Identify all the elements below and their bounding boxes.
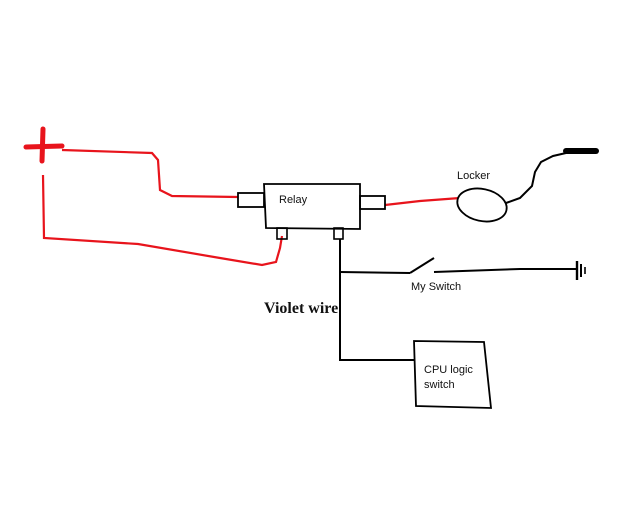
- relay-output-pin: [359, 195, 386, 210]
- relay-coil-pin-left: [276, 227, 288, 240]
- locker-to-negative-wire: [505, 152, 567, 204]
- relay-body: [263, 183, 361, 230]
- relay-label: Relay: [279, 194, 308, 206]
- positive-wire-to-relay: [61, 148, 239, 199]
- switch-branch-wire: [339, 271, 411, 274]
- violet-wire: [339, 239, 414, 361]
- cpu-label-line1: CPU logic: [424, 364, 473, 376]
- my-switch-label: My Switch: [411, 281, 461, 293]
- cpu-logic-switch-box: [413, 340, 493, 409]
- cpu-logic-switch: CPU logic switch: [413, 340, 493, 409]
- relay-coil-pin-right: [333, 227, 344, 240]
- switch-to-ground-wire: [433, 268, 576, 273]
- relay: Relay: [237, 183, 386, 240]
- violet-wire-label: Violet wire: [264, 300, 338, 317]
- relay-to-locker-wire: [384, 196, 461, 207]
- locker-label: Locker: [457, 170, 490, 182]
- cpu-label-line2: switch: [424, 379, 455, 391]
- my-switch-contact-icon: [409, 257, 435, 274]
- relay-input-pin: [237, 192, 265, 208]
- locker: Locker: [456, 170, 508, 223]
- positive-terminal-icon: [23, 126, 65, 164]
- positive-wire-to-relay-coil: [41, 174, 284, 267]
- ground-icon: [575, 261, 586, 280]
- locker-body: [456, 187, 508, 223]
